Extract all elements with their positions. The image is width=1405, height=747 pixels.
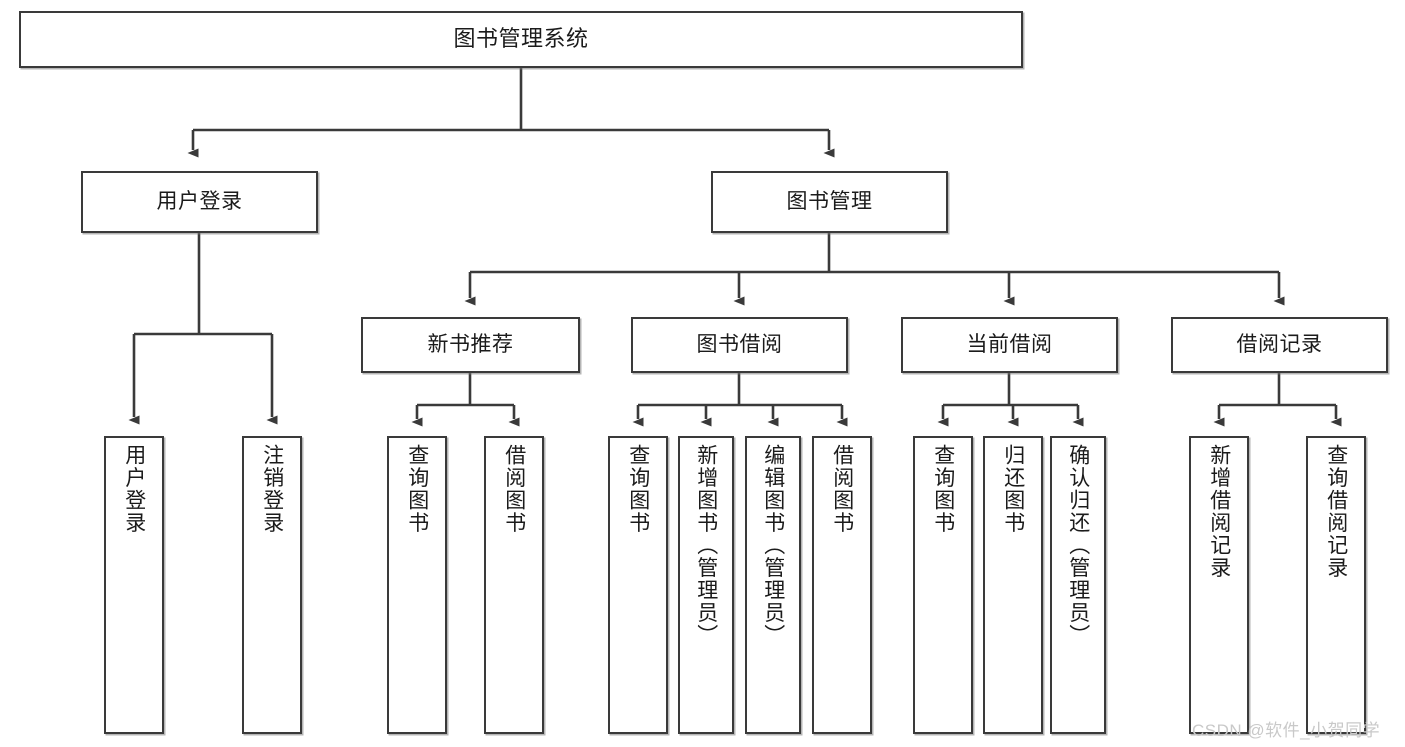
node-label: 确认归还（管理员） <box>1066 444 1090 647</box>
leaf-edit-book-admin[interactable]: 编辑图书（管理员） <box>745 436 801 734</box>
leaf-query-borrow-record[interactable]: 查询借阅记录 <box>1306 436 1366 734</box>
node-label: 查询图书 <box>626 444 650 534</box>
node-book-management[interactable]: 图书管理 <box>711 171 948 233</box>
node-label: 编辑图书（管理员） <box>761 444 785 647</box>
node-label: 归还图书 <box>1001 444 1025 534</box>
node-label: 新增借阅记录 <box>1207 444 1231 579</box>
node-label: 图书管理系统 <box>453 26 589 52</box>
node-label: 新增图书（管理员） <box>694 444 718 647</box>
leaf-return-books[interactable]: 归还图书 <box>983 436 1043 734</box>
node-borrow-records[interactable]: 借阅记录 <box>1171 317 1388 373</box>
node-user-login[interactable]: 用户登录 <box>81 171 318 233</box>
leaf-logout[interactable]: 注销登录 <box>242 436 302 734</box>
node-label: 图书管理 <box>786 190 873 214</box>
node-label: 借阅图书 <box>830 444 854 534</box>
node-label: 借阅记录 <box>1236 333 1323 357</box>
leaf-borrow-books-new[interactable]: 借阅图书 <box>484 436 544 734</box>
node-root-system[interactable]: 图书管理系统 <box>19 11 1023 68</box>
node-label: 当前借阅 <box>966 333 1053 357</box>
node-label: 注销登录 <box>260 444 284 534</box>
leaf-query-books-borrow[interactable]: 查询图书 <box>608 436 668 734</box>
node-book-borrow[interactable]: 图书借阅 <box>631 317 848 373</box>
node-label: 新书推荐 <box>427 333 514 357</box>
node-label: 查询图书 <box>931 444 955 534</box>
leaf-query-books-current[interactable]: 查询图书 <box>913 436 973 734</box>
node-label: 图书借阅 <box>696 333 783 357</box>
leaf-user-login[interactable]: 用户登录 <box>104 436 164 734</box>
node-current-borrow[interactable]: 当前借阅 <box>901 317 1118 373</box>
node-label: 用户登录 <box>122 444 146 534</box>
leaf-confirm-return-admin[interactable]: 确认归还（管理员） <box>1050 436 1106 734</box>
leaf-query-books-new[interactable]: 查询图书 <box>387 436 447 734</box>
leaf-borrow-books[interactable]: 借阅图书 <box>812 436 872 734</box>
node-new-book-recommend[interactable]: 新书推荐 <box>361 317 580 373</box>
leaf-add-borrow-record[interactable]: 新增借阅记录 <box>1189 436 1249 734</box>
node-label: 查询借阅记录 <box>1324 444 1348 579</box>
node-label: 用户登录 <box>156 190 243 214</box>
node-label: 查询图书 <box>405 444 429 534</box>
leaf-add-book-admin[interactable]: 新增图书（管理员） <box>678 436 734 734</box>
csdn-watermark: CSDN @软件_小贺同学 <box>1192 721 1381 740</box>
node-label: 借阅图书 <box>502 444 526 534</box>
